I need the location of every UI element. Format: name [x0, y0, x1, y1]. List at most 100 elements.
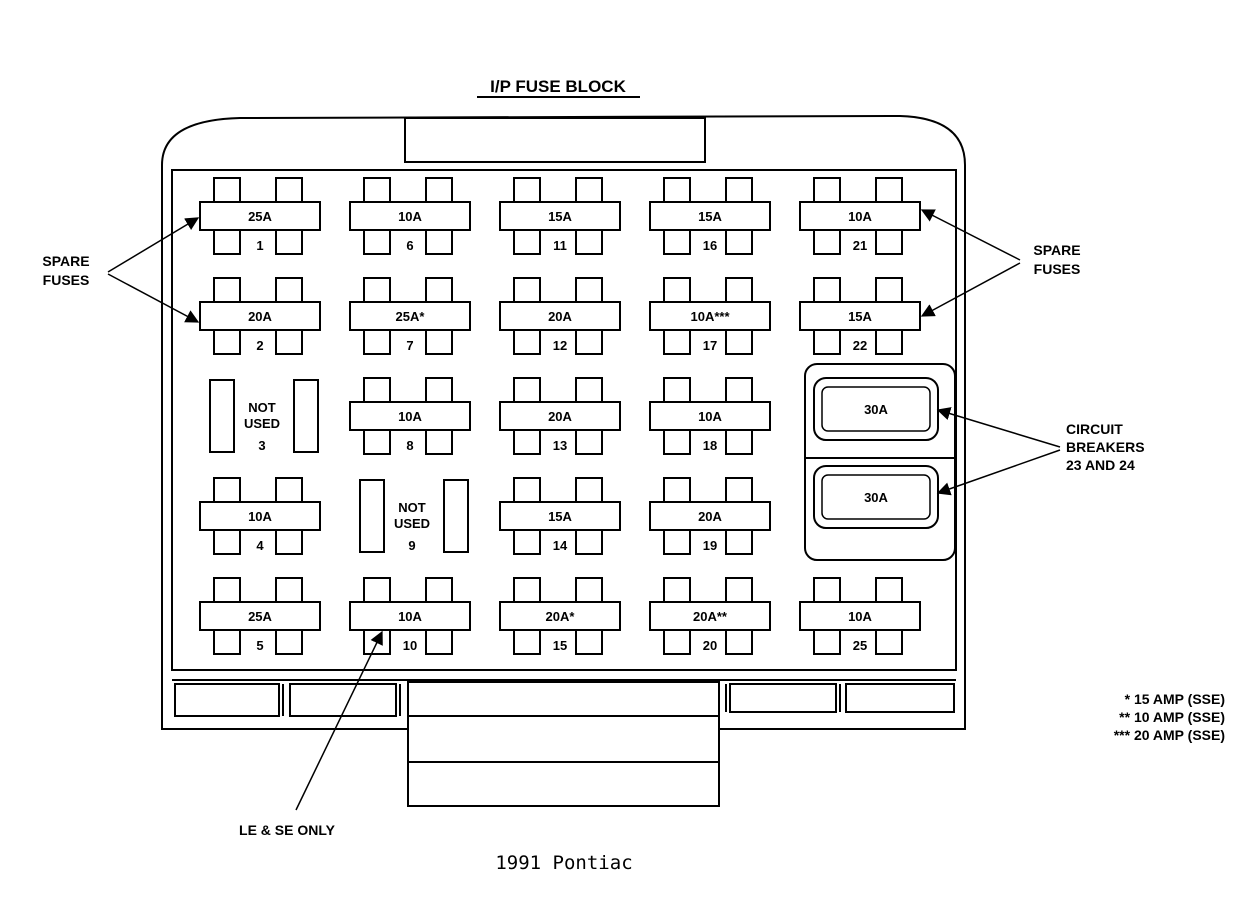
not-used-label: NOT [398, 500, 426, 515]
fuse-rating: 15A [698, 209, 722, 224]
circuit-breaker-24: 30A [813, 465, 939, 529]
fuse-number: 1 [256, 238, 263, 253]
fuse-11: 15A 11 [499, 177, 621, 255]
fuse-number: 2 [256, 338, 263, 353]
callout-text: SPARE [1033, 242, 1080, 258]
not-used-label: USED [394, 516, 430, 531]
callout-text: FUSES [43, 272, 90, 288]
le-se-only-callout: LE & SE ONLY [239, 630, 383, 838]
fuse-number: 19 [703, 538, 717, 553]
fuse-rating: 15A [548, 509, 572, 524]
fuse-body [349, 601, 471, 631]
callout-text: LE & SE ONLY [239, 822, 336, 838]
callout-text: CIRCUIT [1066, 421, 1123, 437]
fuse-8: 10A 8 [349, 377, 471, 455]
fuse-rating: 10A [848, 209, 872, 224]
fuse-body [349, 301, 471, 331]
fuse-body [499, 601, 621, 631]
fuse-block-housing [161, 114, 966, 730]
not-used-label: USED [244, 416, 280, 431]
fuse-body [199, 501, 321, 531]
fuse-number: 12 [553, 338, 567, 353]
fuse-body [199, 301, 321, 331]
fuse-rating: 10A [848, 609, 872, 624]
fuse-4: 10A 4 [199, 477, 321, 555]
fuse-body [499, 401, 621, 431]
fuse-rating: 20A [248, 309, 272, 324]
fuse-12: 20A 12 [499, 277, 621, 355]
note-line: *** 20 AMP (SSE) [1114, 727, 1225, 743]
breaker-rating: 30A [864, 490, 888, 505]
bottom-plug [407, 681, 720, 807]
fuse-body [349, 201, 471, 231]
fuse-number: 14 [553, 538, 568, 553]
note-line: * 15 AMP (SSE) [1125, 691, 1225, 707]
fuse-rating: 20A [698, 509, 722, 524]
circuit-breaker-enclosure [804, 363, 956, 561]
fuse-number: 20 [703, 638, 717, 653]
fuse-number: 21 [853, 238, 867, 253]
fuse-14: 15A 14 [499, 477, 621, 555]
callout-text: FUSES [1034, 261, 1081, 277]
top-tab [404, 117, 706, 163]
fuse-rating: 15A [548, 209, 572, 224]
fuse-body [199, 201, 321, 231]
fuse-rating: 10A [698, 409, 722, 424]
fuse-number: 22 [853, 338, 867, 353]
fuse-number: 9 [408, 538, 415, 553]
fuse-rating: 25A* [396, 309, 426, 324]
spare-fuses-callout-left: SPARE FUSES [42, 217, 200, 323]
fuse-number: 16 [703, 238, 717, 253]
fuse-rating: 20A* [546, 609, 576, 624]
breaker-rating: 30A [864, 402, 888, 417]
fuse-body [649, 601, 771, 631]
fuse-rating: 20A** [693, 609, 728, 624]
breaker-layer: 30A 30A [813, 377, 939, 529]
fuse-number: 25 [853, 638, 867, 653]
diagram-title: I/P FUSE BLOCK [490, 77, 626, 96]
fuse-number: 10 [403, 638, 417, 653]
fuse-20: 20A** 20 [649, 577, 771, 655]
fuse-rating: 10A [398, 209, 422, 224]
callout-text: SPARE [42, 253, 89, 269]
fuse-rating: 10A [248, 509, 272, 524]
fuse-13: 20A 13 [499, 377, 621, 455]
bottom-connectors [174, 683, 955, 717]
fuse-19: 20A 19 [649, 477, 771, 555]
fuse-rating: 20A [548, 409, 572, 424]
fuse-21: 10A 21 [799, 177, 921, 255]
note-line: ** 10 AMP (SSE) [1119, 709, 1225, 725]
fuse-16: 15A 16 [649, 177, 771, 255]
fuse-number: 13 [553, 438, 567, 453]
fuse-17: 10A***17 [649, 277, 771, 355]
fuse-body [799, 201, 921, 231]
fuse-body [649, 201, 771, 231]
fuse-6: 10A 6 [349, 177, 471, 255]
fuse-rating: 20A [548, 309, 572, 324]
fuse-layer: 25A120A2NOTUSED310A425A510A625A*710A8NOT… [199, 177, 921, 655]
fuse-body [199, 601, 321, 631]
fuse-rating: 15A [848, 309, 872, 324]
fuse-number: 7 [406, 338, 413, 353]
fuse-body [499, 501, 621, 531]
fuse-number: 11 [553, 238, 567, 253]
fuse-body [649, 401, 771, 431]
fuse-body [499, 301, 621, 331]
fuse-number: 3 [258, 438, 265, 453]
fuse-body [649, 501, 771, 531]
fuse-7: 25A* 7 [349, 277, 471, 355]
not-used-label: NOT [248, 400, 276, 415]
fuse-number: 4 [256, 538, 264, 553]
fuse-number: 6 [406, 238, 413, 253]
callout-text: BREAKERS [1066, 439, 1145, 455]
fuse-25: 10A 25 [799, 577, 921, 655]
fuse-number: 8 [406, 438, 413, 453]
fuse-body [499, 201, 621, 231]
fuse-number: 18 [703, 438, 717, 453]
fuse-rating: 10A [398, 409, 422, 424]
callout-text: 23 AND 24 [1066, 457, 1135, 473]
circuit-breakers-callout: CIRCUIT BREAKERS 23 AND 24 [936, 407, 1145, 496]
